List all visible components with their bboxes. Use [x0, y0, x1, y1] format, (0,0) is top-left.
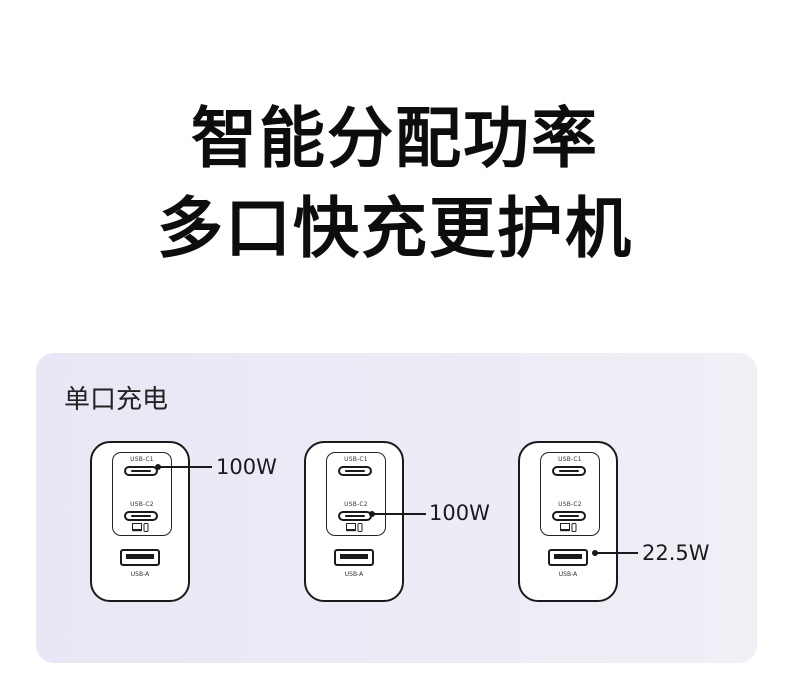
laptop-phone-icon: [560, 523, 577, 532]
usb-a-label: USB-A: [130, 571, 150, 578]
single-port-charging-panel: 单口充电 USB-C1 USB-C2 USB-A 100W USB-C1 USB…: [36, 353, 757, 663]
usb-c1-label: USB-C1: [130, 456, 154, 463]
panel-title: 单口充电: [64, 385, 169, 415]
usb-c2-label: USB-C2: [558, 501, 582, 508]
headline-line-1: 智能分配功率: [191, 100, 599, 177]
usb-c-port-group: USB-C1 USB-C2: [326, 452, 386, 536]
usb-c-port-icon: [552, 466, 586, 476]
usb-c2-label: USB-C2: [344, 501, 368, 508]
usb-c2-label: USB-C2: [130, 501, 154, 508]
power-output-label: 100W: [429, 501, 490, 525]
power-output-label: 22.5W: [642, 541, 710, 565]
leader-line: [372, 513, 426, 515]
usb-a-port-icon: [120, 549, 160, 566]
usb-c1-label: USB-C1: [558, 456, 582, 463]
usb-c1-label: USB-C1: [344, 456, 368, 463]
usb-c-port-group: USB-C1 USB-C2: [112, 452, 172, 536]
leader-line: [158, 466, 212, 468]
usb-c-port-icon: [338, 511, 372, 521]
charger-diagram-2: USB-C1 USB-C2 USB-A: [304, 441, 404, 602]
usb-a-label: USB-A: [344, 571, 364, 578]
usb-c-port-icon: [124, 466, 158, 476]
power-output-label: 100W: [216, 455, 277, 479]
laptop-phone-icon: [346, 523, 363, 532]
usb-a-label: USB-A: [558, 571, 578, 578]
usb-a-port-icon: [548, 549, 588, 566]
leader-line: [595, 552, 638, 554]
headline-line-2: 多口快充更护机: [157, 190, 633, 267]
usb-c-port-group: USB-C1 USB-C2: [540, 452, 600, 536]
usb-c-port-icon: [124, 511, 158, 521]
laptop-phone-icon: [132, 523, 149, 532]
usb-a-port-icon: [334, 549, 374, 566]
usb-c-port-icon: [338, 466, 372, 476]
usb-c-port-icon: [552, 511, 586, 521]
charger-diagram-3: USB-C1 USB-C2 USB-A: [518, 441, 618, 602]
